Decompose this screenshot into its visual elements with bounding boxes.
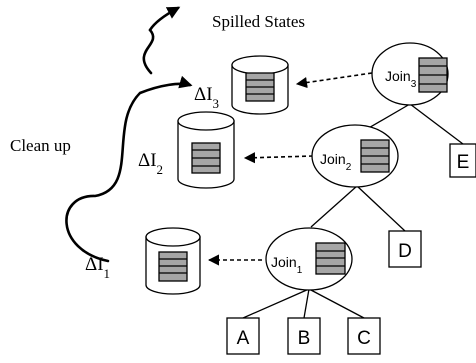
leaf-c: C (347, 317, 381, 355)
cleanup-curve (65, 75, 193, 263)
leaf-b-label: B (298, 328, 311, 349)
join-node-2: Join2 (311, 124, 399, 188)
tree-edges (242, 103, 464, 319)
leaf-e-label: E (457, 152, 470, 173)
delta-i-3-label: ΔI3 (194, 84, 219, 111)
join-node-3: Join3 (371, 42, 449, 106)
disk-cylinder-1 (145, 227, 201, 295)
leaf-d-label: D (398, 241, 412, 262)
join-3-label: Join3 (385, 68, 417, 90)
leaf-d: D (388, 230, 422, 268)
delta-i-2-label: ΔI2 (138, 150, 163, 177)
leaf-a-label: A (237, 328, 250, 349)
join-node-1: Join1 (265, 227, 353, 291)
cleanup-curve-arrow-up (142, 6, 181, 75)
spilled-states-title: Spilled States (212, 12, 305, 31)
leaf-e: E (449, 143, 476, 178)
leaf-c-label: C (357, 328, 371, 349)
delta-i-1-label: ΔI1 (85, 254, 110, 281)
join-1-label: Join1 (271, 254, 303, 276)
spill-arrow-3 (295, 72, 373, 89)
leaf-a: A (226, 317, 260, 355)
spilled-state-2: ΔI2 (138, 111, 235, 189)
spill-arrow-2 (243, 152, 314, 164)
spilled-state-1: ΔI1 (85, 227, 201, 295)
join-2-label: Join2 (320, 151, 352, 173)
cleanup-label: Clean up (10, 136, 71, 155)
disk-cylinder-3 (231, 55, 289, 115)
spilled-state-3: ΔI3 (194, 55, 289, 115)
leaf-b: B (287, 317, 321, 355)
disk-cylinder-2 (177, 111, 235, 189)
